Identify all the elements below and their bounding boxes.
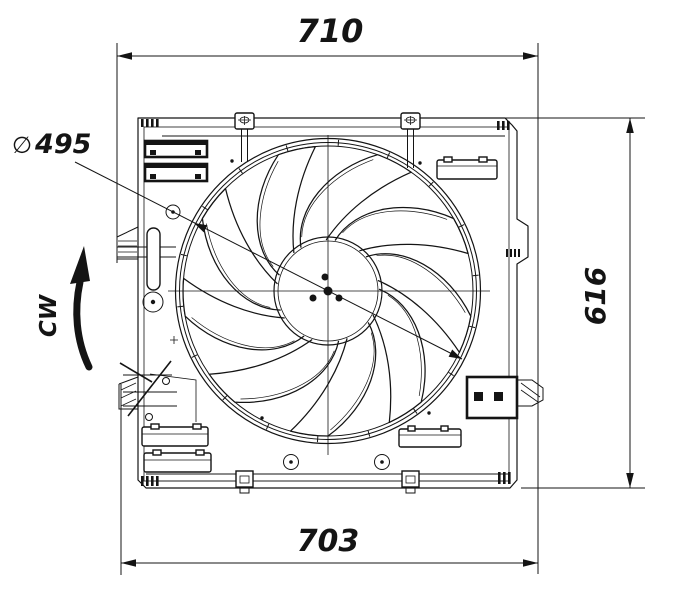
rotation-arrowhead — [70, 246, 90, 284]
hub-bolt-dot — [335, 294, 343, 302]
fan-blade-edge — [301, 159, 374, 238]
dim-bottom-width-text: 703 — [297, 524, 360, 559]
fan-ring-tick — [265, 423, 270, 430]
pill-slot — [146, 227, 161, 291]
dim-top-width-text: 710 — [297, 12, 364, 50]
dimension-arrowhead — [117, 52, 132, 60]
connector-pin — [494, 392, 503, 401]
rotation-arrow-body — [73, 278, 93, 371]
dimension-top-width: 710 — [116, 12, 539, 574]
bottom-clip-left — [235, 470, 254, 494]
fan-ring-tick — [238, 168, 243, 174]
fan-blade-edge — [330, 332, 375, 431]
bracket-sled-bottom-1 — [141, 423, 209, 447]
right-step-serration — [506, 249, 520, 257]
fan-blade-edge — [387, 294, 422, 396]
fan-blade — [289, 322, 377, 437]
fan-blade — [365, 253, 472, 353]
fan-blade-edge — [259, 161, 279, 267]
mounting-tab-right — [518, 379, 544, 407]
screw-boss — [283, 454, 299, 470]
fan-ring-tick — [469, 325, 476, 329]
dimension-arrowhead — [121, 559, 136, 567]
dim-height-text: 616 — [579, 267, 612, 325]
bracket-slot-top-2 — [143, 162, 209, 183]
fan-blade-edge — [206, 223, 271, 308]
fan-blade — [182, 277, 305, 351]
leader-arrowhead — [194, 223, 208, 233]
fan-ring-tick — [285, 145, 289, 152]
fan-ring-tick — [191, 354, 198, 358]
fan-rotor — [168, 135, 490, 455]
fan-blade — [201, 187, 281, 311]
leader-arrowhead — [448, 349, 462, 359]
corner-serration-top-right — [497, 121, 510, 130]
corner-serration-bottom-left — [141, 476, 159, 486]
corner-serration-top-left — [141, 119, 159, 127]
fan-blade — [208, 338, 340, 403]
screw-boss — [142, 291, 164, 313]
fan-blade-edge — [191, 317, 295, 349]
rotation-indicator: CW — [36, 246, 93, 371]
dimension-height: 616 — [497, 117, 645, 489]
corner-serration-bottom-right — [498, 472, 511, 484]
diameter-dimension: ∅495 — [12, 129, 463, 360]
dimension-arrowhead — [523, 559, 538, 567]
hub-bolt-dot — [321, 273, 329, 281]
dimension-bottom-width: 703 — [120, 384, 538, 575]
mounting-tab-left-bottom — [118, 376, 139, 410]
diameter-leader-line — [74, 161, 463, 360]
diameter-symbol: ∅ — [12, 133, 32, 159]
fan-ring-ticks — [177, 139, 479, 443]
bracket-sled-bottom-2 — [143, 449, 212, 473]
bottom-clip-right — [401, 470, 420, 494]
fan-ring-tick — [367, 430, 371, 437]
shroud-outline — [137, 117, 529, 489]
wire-harness — [119, 360, 197, 422]
fan-ring-tick — [458, 224, 465, 228]
fan-ring-tick — [202, 205, 208, 211]
reference-marks — [170, 159, 431, 420]
fan-blades — [182, 145, 472, 437]
top-clip-left — [234, 112, 255, 162]
fan-ring-tick — [472, 274, 479, 277]
fan-ring-tick — [413, 408, 418, 414]
dimension-arrowhead — [626, 473, 634, 488]
fan-blade-edge — [376, 254, 466, 313]
fan-blade-edge — [240, 350, 335, 400]
top-clip-right — [400, 112, 421, 168]
fan-ring-tick — [428, 181, 434, 187]
hub-bolt-dot — [309, 294, 317, 302]
fan-blade-edge — [342, 210, 448, 234]
fan-ring-tick — [222, 395, 228, 401]
fan-ring-tick — [180, 253, 187, 257]
fan-blade — [334, 206, 469, 255]
fan-blade — [256, 145, 317, 276]
screw-boss — [374, 454, 390, 470]
connector-block — [465, 375, 519, 420]
fan-ring-tick — [448, 371, 454, 377]
bracket-slot-top-1 — [143, 139, 209, 159]
fan-shroud — [116, 112, 544, 494]
connector-pin — [474, 392, 483, 401]
dimension-arrowhead — [523, 52, 538, 60]
fan-ring-tick — [177, 305, 184, 308]
diameter-label: ∅495 — [12, 129, 91, 160]
fan-ring-tick — [386, 152, 391, 159]
dimension-arrowhead — [626, 118, 634, 133]
bracket-sled-mid-right — [398, 425, 462, 448]
fan-blade — [372, 288, 426, 424]
rotation-label: CW — [36, 293, 62, 337]
diameter-value: 495 — [34, 129, 91, 160]
bracket-sled-top-right — [436, 156, 498, 180]
